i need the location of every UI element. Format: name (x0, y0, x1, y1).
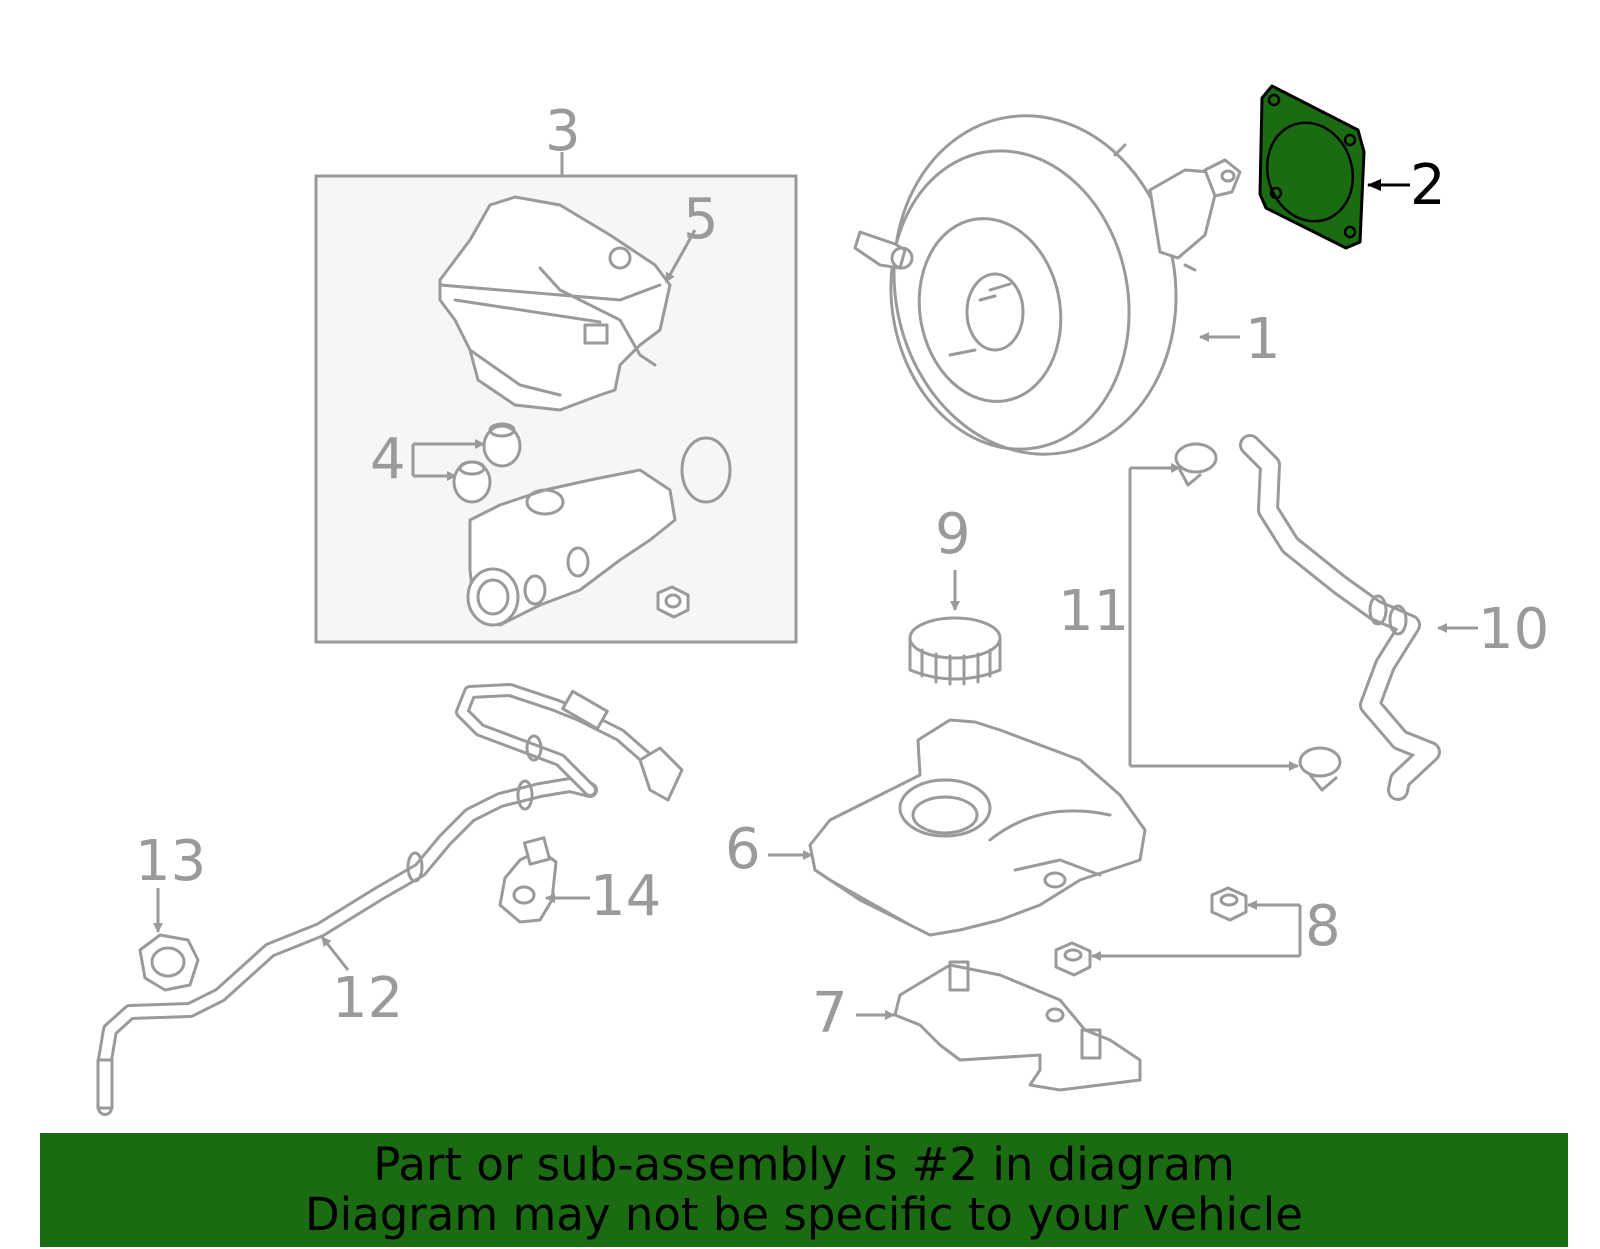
callout-3: 3 (545, 99, 581, 164)
info-banner: Part or sub-assembly is #2 in diagram Di… (40, 1133, 1568, 1247)
reservoir-cap-part-9 (908, 616, 1002, 686)
callout-1: 1 (1245, 307, 1281, 372)
clip-part-13 (138, 933, 200, 992)
brake-booster-part-1 (853, 114, 1242, 456)
banner-line-2: Diagram may not be specific to your vehi… (305, 1188, 1303, 1241)
hose-clamp-parts-11 (1174, 442, 1342, 792)
connector-part-14 (498, 836, 558, 924)
callout-11: 11 (1058, 579, 1129, 644)
callout-5: 5 (683, 187, 719, 252)
callout-4: 4 (370, 427, 406, 492)
callout-2: 2 (1410, 153, 1446, 218)
callout-7: 7 (812, 981, 848, 1046)
banner-line-1: Part or sub-assembly is #2 in diagram (373, 1138, 1235, 1191)
gasket-part-2 (1258, 84, 1366, 250)
fluid-reservoir-part-6 (808, 718, 1147, 937)
vacuum-line-part-12 (96, 683, 684, 1116)
callout-13: 13 (135, 829, 206, 894)
bracket-part-7 (893, 960, 1142, 1092)
callout-9: 9 (935, 502, 971, 567)
callout-12: 12 (332, 966, 403, 1031)
reservoir-assembly-part-5 (438, 195, 672, 412)
callout-14: 14 (590, 864, 661, 929)
callout-6: 6 (725, 817, 761, 882)
callout-8: 8 (1305, 894, 1341, 959)
callout-10: 10 (1478, 597, 1549, 662)
vacuum-hose-part-10 (1239, 434, 1441, 801)
master-cylinder-body (466, 436, 732, 627)
nut-parts-8 (1054, 886, 1248, 977)
